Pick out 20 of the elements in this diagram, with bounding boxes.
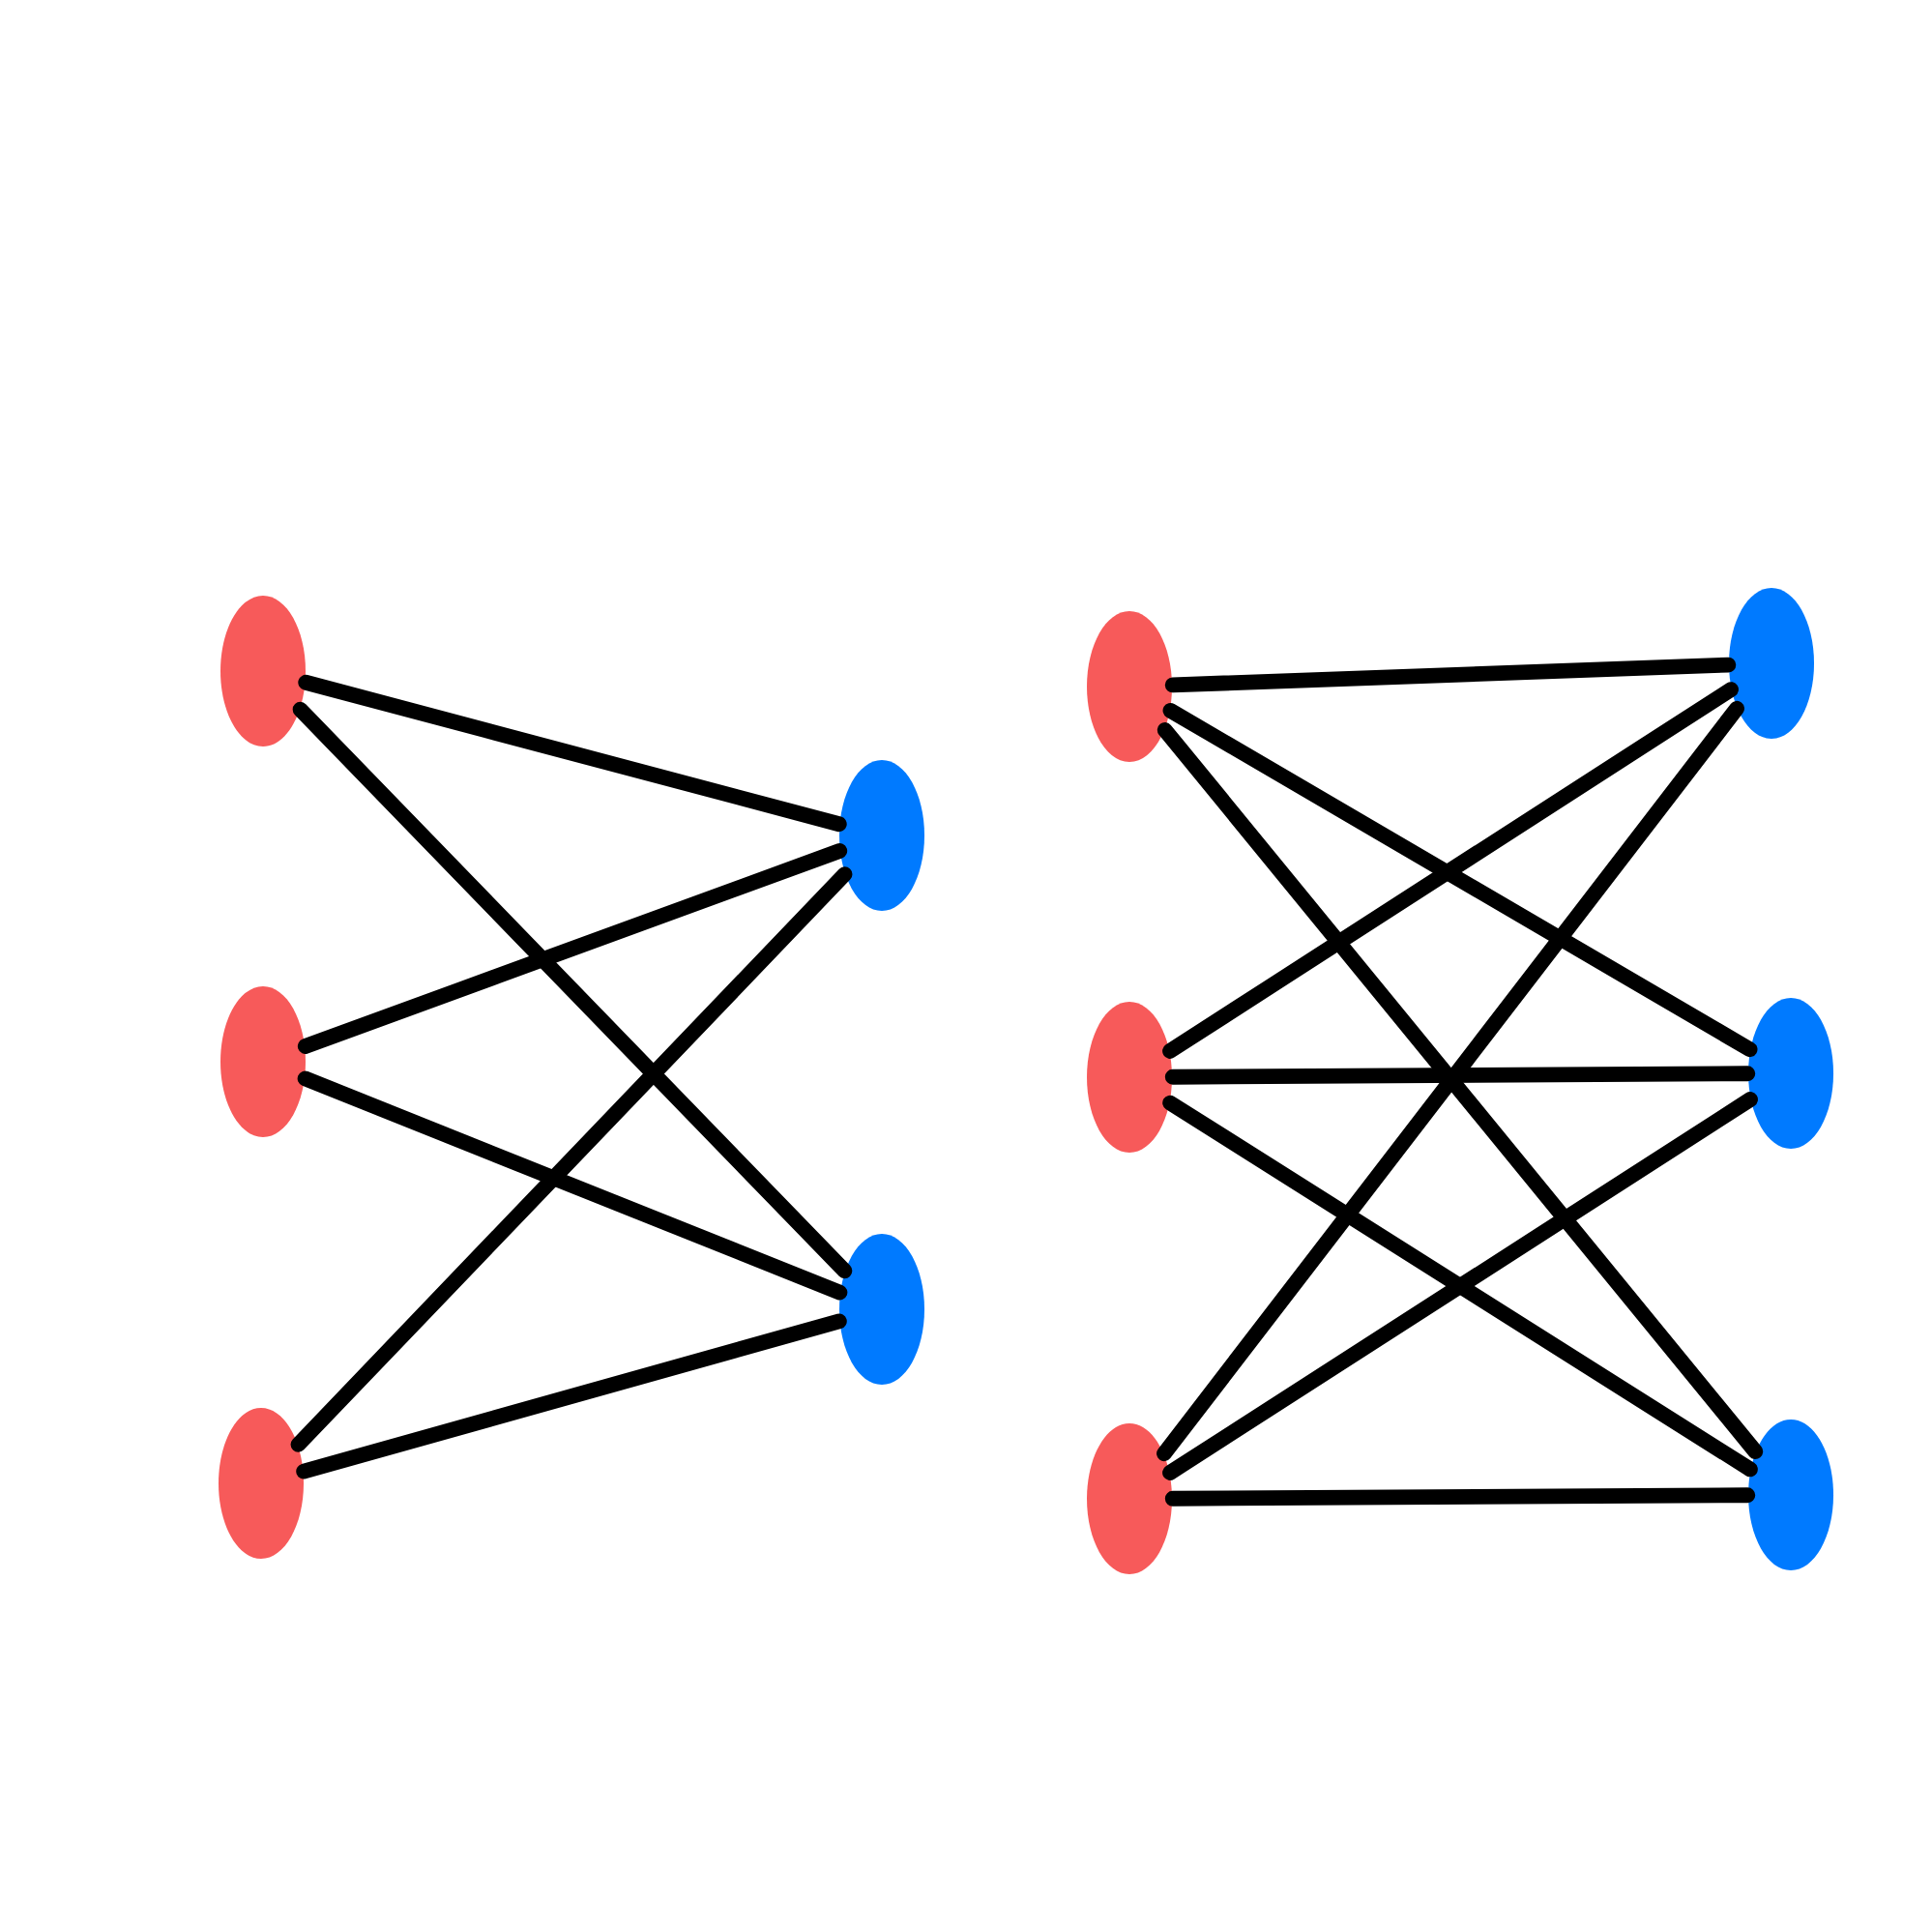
vertex <box>1748 1420 1834 1570</box>
vertex <box>1729 588 1815 739</box>
edge-line <box>1164 1487 1756 1507</box>
vertex <box>1087 611 1172 762</box>
vertex <box>219 1408 304 1559</box>
vertex <box>839 760 924 911</box>
edge-line <box>297 1070 848 1301</box>
edge-line <box>1164 1066 1756 1085</box>
edge-line <box>1164 657 1737 693</box>
vertex <box>220 986 306 1137</box>
vertex <box>220 596 306 746</box>
vertex <box>1748 998 1834 1149</box>
edge-line <box>298 674 847 833</box>
edge-line <box>296 1313 847 1479</box>
edge-line <box>297 843 848 1054</box>
vertex <box>1087 1002 1172 1153</box>
vertex <box>1087 1423 1172 1574</box>
vertex <box>839 1234 924 1385</box>
edge-line <box>292 701 853 1279</box>
edge-line <box>290 866 853 1452</box>
